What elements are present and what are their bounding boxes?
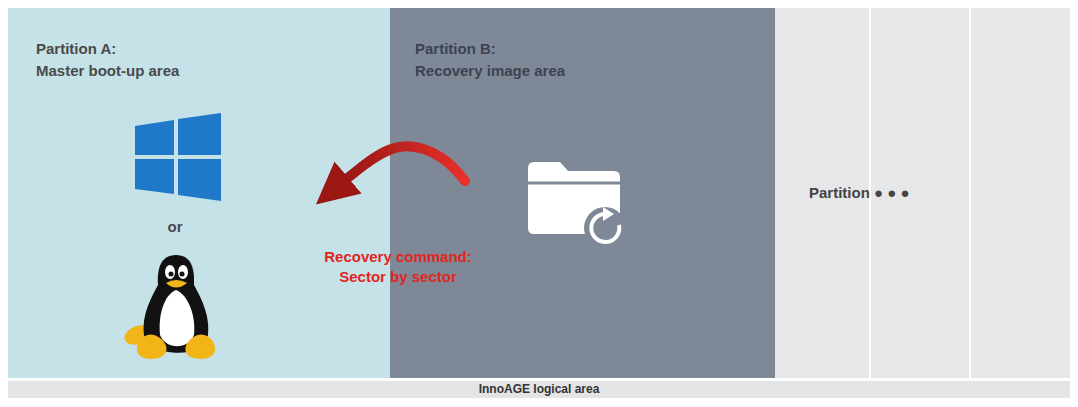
- or-label: or: [150, 218, 200, 235]
- partition-title: Partition ● ● ●: [809, 182, 910, 204]
- band-label: InnoAGE logical area: [479, 381, 600, 398]
- edge-label: Recovery command: Sector by sector: [300, 247, 496, 287]
- partition-title: Partition B:: [415, 38, 775, 60]
- partition-panel: Partition B:Recovery image area: [390, 8, 775, 378]
- logical-area-band: InnoAGE logical area: [8, 381, 1070, 398]
- partition-title: Partition A:: [36, 38, 390, 60]
- partition-title: Master boot-up area: [36, 60, 390, 82]
- partition-title: Recovery image area: [415, 60, 775, 82]
- partition-panel: Partition A:Master boot-up area: [8, 8, 390, 378]
- partition-panel: Partition ● ● ●: [775, 8, 1070, 378]
